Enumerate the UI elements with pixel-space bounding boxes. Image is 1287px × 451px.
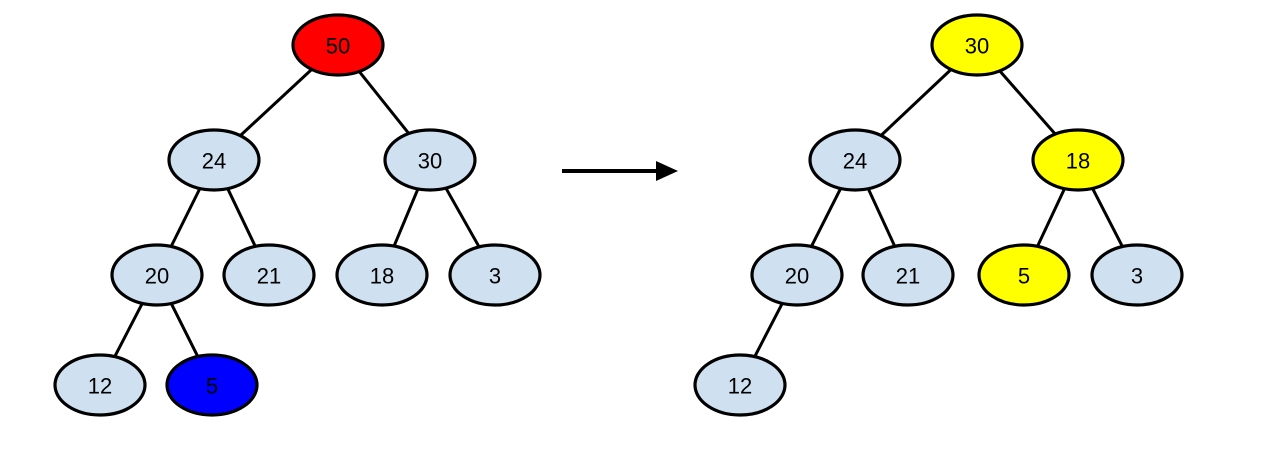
edges-layer (113, 68, 1124, 358)
tree-edge-24-21 (226, 187, 257, 248)
node-ellipse[interactable] (167, 128, 261, 192)
tree-node-50[interactable]: 50 (291, 13, 385, 77)
node-ellipse[interactable] (222, 243, 316, 307)
tree-node-3[interactable]: 3 (1090, 243, 1184, 307)
tree-node-5[interactable]: 5 (165, 353, 259, 417)
tree-edge-50-24 (239, 68, 313, 137)
tree-node-18[interactable]: 18 (1031, 128, 1125, 192)
node-ellipse[interactable] (110, 243, 204, 307)
tree-node-24[interactable]: 24 (808, 128, 902, 192)
tree-edge-30-18 (998, 69, 1057, 136)
node-ellipse[interactable] (750, 243, 844, 307)
tree-node-18[interactable]: 18 (335, 243, 429, 307)
tree-edge-20-12 (113, 302, 144, 358)
node-ellipse[interactable] (930, 13, 1024, 77)
node-ellipse[interactable] (448, 243, 542, 307)
node-ellipse[interactable] (861, 243, 955, 307)
tree-edge-30-3 (444, 187, 481, 248)
node-ellipse[interactable] (1090, 243, 1184, 307)
tree-node-20[interactable]: 20 (750, 243, 844, 307)
tree-node-30[interactable]: 30 (930, 13, 1024, 77)
tree-edge-24-20 (169, 187, 202, 248)
tree-node-24[interactable]: 24 (167, 128, 261, 192)
node-ellipse[interactable] (693, 353, 787, 417)
tree-edge-20-12 (753, 302, 784, 358)
tree-edge-24-21 (866, 188, 897, 247)
arrow-head (656, 161, 678, 181)
transformation-arrow (562, 161, 678, 181)
tree-edge-18-5 (1036, 187, 1066, 248)
node-ellipse[interactable] (1031, 128, 1125, 192)
tree-edge-20-5 (169, 302, 200, 358)
node-ellipse[interactable] (808, 128, 902, 192)
node-ellipse[interactable] (165, 353, 259, 417)
node-ellipse[interactable] (53, 353, 147, 417)
node-ellipse[interactable] (977, 243, 1071, 307)
node-ellipse[interactable] (383, 128, 477, 192)
tree-edge-30-24 (879, 68, 953, 137)
tree-edge-30-18 (392, 188, 420, 247)
tree-edge-50-30 (358, 70, 410, 135)
tree-edge-24-20 (810, 187, 842, 248)
tree-node-21[interactable]: 21 (222, 243, 316, 307)
node-ellipse[interactable] (291, 13, 385, 77)
tree-node-12[interactable]: 12 (693, 353, 787, 417)
tree-node-20[interactable]: 20 (110, 243, 204, 307)
tree-node-3[interactable]: 3 (448, 243, 542, 307)
tree-edge-18-3 (1091, 187, 1124, 248)
tree-node-30[interactable]: 30 (383, 128, 477, 192)
tree-node-21[interactable]: 21 (861, 243, 955, 307)
tree-node-12[interactable]: 12 (53, 353, 147, 417)
tree-node-5[interactable]: 5 (977, 243, 1071, 307)
node-ellipse[interactable] (335, 243, 429, 307)
